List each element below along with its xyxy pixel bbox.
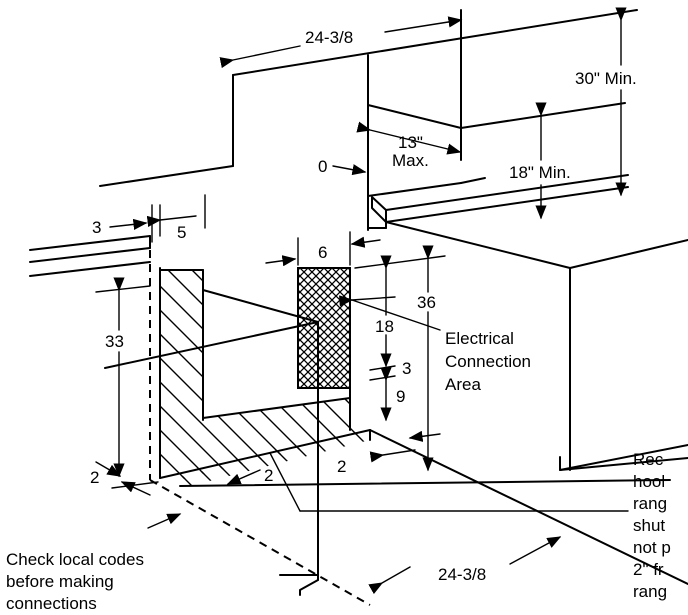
wall-cabinet-height-label: 18" Min. (509, 163, 571, 182)
cabinet-depth-label: 13" (398, 133, 423, 152)
dimension-lines (95, 7, 629, 595)
floor-line (149, 250, 371, 606)
electrical-connection-label: Electrical Connection Area (445, 329, 531, 394)
box-gap-label: 3 (402, 359, 411, 378)
clearance-above-label: 30" Min. (575, 69, 637, 88)
box-bottom-height-label: 36 (417, 293, 436, 312)
side-width-label: 5 (177, 223, 186, 242)
rec-line-3: rang (633, 494, 667, 513)
floor-offset-left-label: 2 (90, 468, 99, 487)
box-height-label: 18 (375, 317, 394, 336)
rec-line-5: not p (633, 538, 671, 557)
floor-offset-right-label: 2 (337, 457, 346, 476)
box-width-label: 6 (318, 243, 327, 262)
counter-height-label: 33 (105, 332, 124, 351)
check-codes-note: Check local codes before making connecti… (6, 550, 144, 613)
dimension-labels: 24-3/8 30" Min. 13" Max. 18" Min. 0 3 5 … (90, 28, 637, 584)
left-counter (29, 235, 151, 277)
rec-line-2: hool (633, 472, 665, 491)
electrical-line-3: Area (445, 375, 481, 394)
cabinet-width-top-label: 24-3/8 (305, 28, 353, 47)
rec-line-4: shut (633, 516, 665, 535)
electrical-connection-box (297, 267, 351, 389)
electrical-line-1: Electrical (445, 329, 514, 348)
floor (179, 429, 688, 596)
zero-clearance-label: 0 (318, 157, 327, 176)
electrical-line-2: Connection (445, 352, 531, 371)
check-codes-line-2: before making (6, 572, 114, 591)
check-codes-line-1: Check local codes (6, 550, 144, 569)
side-offset-label: 3 (92, 218, 101, 237)
floor-offset-mid-label: 2 (264, 466, 273, 485)
wall-recess (104, 267, 371, 581)
rec-line-7: rang (633, 582, 667, 601)
range-body (367, 174, 688, 471)
check-codes-line-3: connections (6, 594, 97, 613)
box-above-floor-label: 9 (396, 387, 405, 406)
cabinet-depth-max-label: Max. (392, 151, 429, 170)
cabinet-width-bottom-label: 24-3/8 (438, 565, 486, 584)
rec-line-1: Rec (633, 450, 664, 469)
recommendation-note: Rec hool rang shut not p 2" fr rang (633, 450, 671, 601)
rec-line-6: 2" fr (633, 560, 664, 579)
